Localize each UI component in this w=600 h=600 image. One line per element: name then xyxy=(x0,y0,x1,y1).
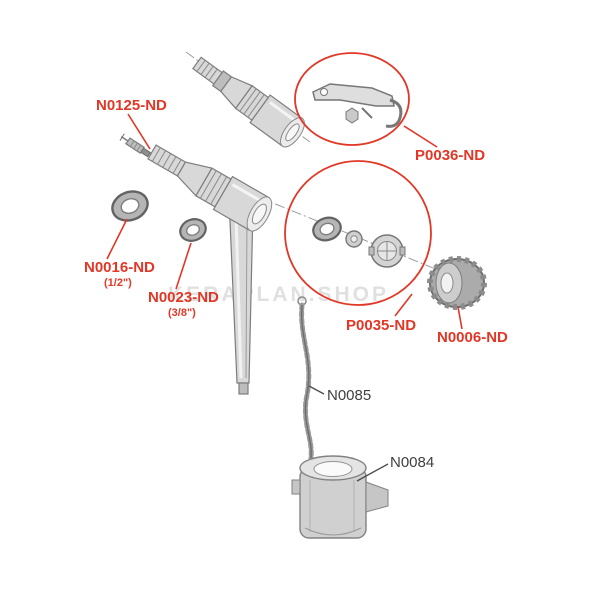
washer-half-inch xyxy=(111,190,149,222)
washer-hole xyxy=(120,198,140,214)
valve-assembly-main xyxy=(147,144,273,232)
washer-hole xyxy=(186,224,200,236)
rib-lines xyxy=(199,170,228,205)
cap-tab-left xyxy=(368,246,375,256)
nut-hole xyxy=(440,272,454,294)
label-n0084: N0084 xyxy=(390,454,434,471)
chain xyxy=(297,296,314,461)
membrane-washer-hole xyxy=(319,222,335,236)
rib-lines xyxy=(239,88,265,118)
thread-lines xyxy=(196,59,218,81)
lever-pin xyxy=(361,107,373,119)
leader-lines xyxy=(106,113,463,482)
tube-shade xyxy=(245,214,248,379)
leader-n0085 xyxy=(308,385,325,395)
label-n0023-size: (3/8") xyxy=(168,307,196,319)
highlight-circle-p0036 xyxy=(294,52,410,146)
bottom-cup xyxy=(291,455,389,539)
cup-bottom-line xyxy=(304,527,362,536)
valve-assembly-upper xyxy=(192,56,305,148)
highlight xyxy=(268,101,297,123)
pin-lines xyxy=(129,140,142,152)
knurled-nut xyxy=(427,256,487,310)
nut-knurling xyxy=(427,256,487,310)
membrane-washer xyxy=(312,216,342,242)
part-labels: N0125-ND N0016-ND (1/2") N0023-ND (3/8")… xyxy=(84,97,508,471)
valve-tube xyxy=(228,197,254,395)
chain-cord xyxy=(300,304,312,459)
membrane-set xyxy=(312,216,406,268)
label-n0023: N0023-ND xyxy=(148,289,219,306)
lever-hole xyxy=(320,88,328,96)
label-p0035: P0035-ND xyxy=(346,317,416,334)
lever-nut xyxy=(345,107,359,124)
lever-arm-part xyxy=(312,83,403,128)
cup-hole xyxy=(313,461,353,477)
pin-end xyxy=(140,147,152,158)
leader-n0125 xyxy=(127,113,151,150)
tube-tip xyxy=(238,382,249,395)
inlet-thread-lines xyxy=(151,147,182,174)
label-n0016: N0016-ND xyxy=(84,259,155,276)
washer-three-eighth xyxy=(179,218,207,242)
lever-hook xyxy=(385,98,403,128)
leader-n0006 xyxy=(457,306,463,330)
leader-p0036 xyxy=(403,125,438,148)
end-cap-hole xyxy=(285,123,300,142)
needle-pin-part xyxy=(119,133,152,158)
cup-tab xyxy=(291,479,301,495)
cap-tab-right xyxy=(399,246,406,256)
label-n0016-size: (1/2") xyxy=(104,277,132,289)
label-n0006: N0006-ND xyxy=(437,329,508,346)
lever-arm xyxy=(312,83,395,107)
highlight xyxy=(231,183,263,203)
cup-flange xyxy=(365,481,389,513)
label-p0036: P0036-ND xyxy=(415,147,485,164)
membrane-cap xyxy=(368,234,406,268)
leader-n0084 xyxy=(356,463,389,482)
needle-tick xyxy=(119,133,125,141)
leader-n0023 xyxy=(175,242,192,290)
tube-highlight xyxy=(234,214,243,379)
label-n0085: N0085 xyxy=(327,387,371,404)
leader-p0035 xyxy=(394,293,413,317)
leader-n0016 xyxy=(106,218,128,260)
highlight-circle-p0035 xyxy=(284,160,432,306)
label-n0125: N0125-ND xyxy=(96,97,167,114)
membrane-disc-center xyxy=(350,235,358,243)
end-cap-hole xyxy=(251,203,267,225)
